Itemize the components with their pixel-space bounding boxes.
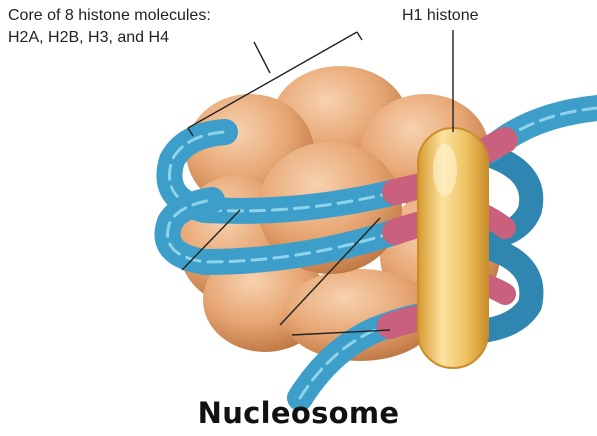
core-label-line2: H2A, H2B, H3, and H4: [8, 27, 169, 48]
dna-entry-strand: [478, 108, 597, 155]
h1-histone-label: H1 histone: [402, 5, 479, 26]
core-bracket-tick-right: [357, 32, 362, 40]
diagram-caption: Nucleosome: [0, 396, 597, 430]
core-label-line1: Core of 8 histone molecules:: [8, 5, 211, 26]
h1-histone: [418, 128, 488, 368]
core-pointer-line: [254, 42, 270, 73]
